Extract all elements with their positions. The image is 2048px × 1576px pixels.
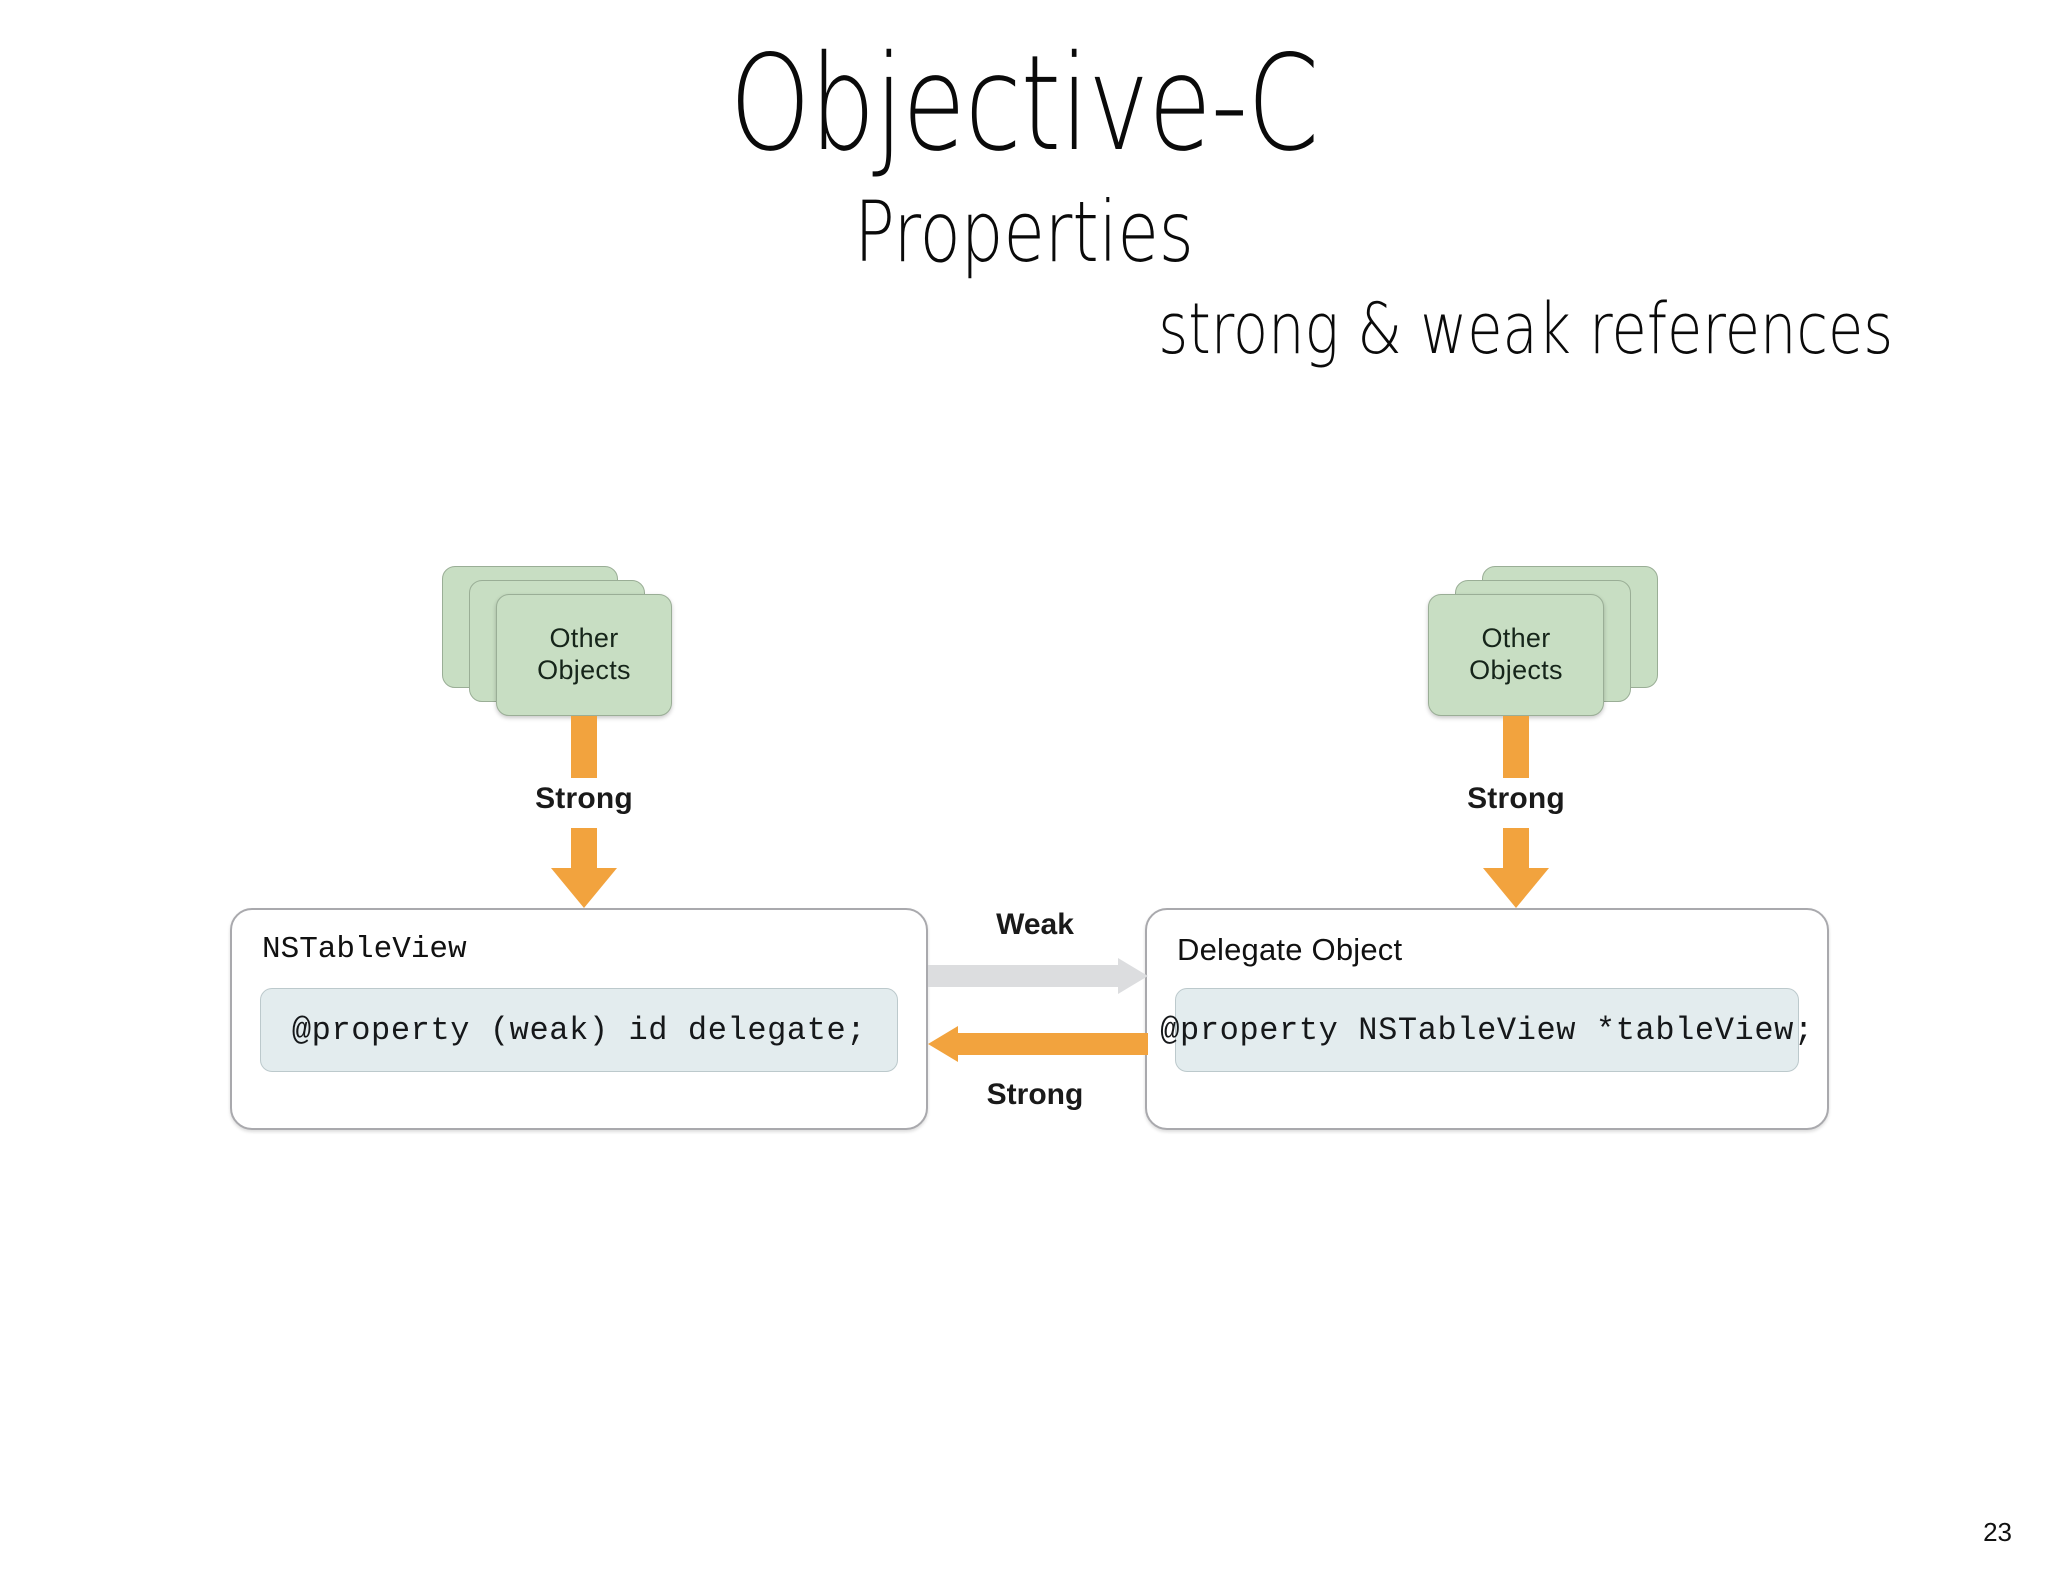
page-title: Objective-C	[729, 27, 1319, 181]
delegate-object-property-text: @property NSTableView *tableView;	[1160, 1011, 1814, 1049]
other-objects-stack-right: Other Objects	[1428, 566, 1658, 716]
weak-arrow-head	[1118, 958, 1148, 994]
weak-reference-label: Weak	[996, 908, 1074, 941]
stack-card-front: Other Objects	[1428, 594, 1604, 716]
strong-arrow-shaft-left-lower	[571, 828, 597, 872]
strong-arrow-shaft-right-upper	[1503, 716, 1529, 778]
strong-arrow-shaft-right-lower	[1503, 828, 1529, 872]
weak-reference-arrow	[928, 958, 1148, 994]
other-objects-stack-left: Other Objects	[442, 566, 672, 716]
delegate-object-box: Delegate Object @property NSTableView *t…	[1145, 908, 1829, 1130]
nstableview-property-text: @property (weak) id delegate;	[291, 1011, 867, 1049]
strong-arrow-shaft-left-upper	[571, 716, 597, 778]
delegate-object-property-box: @property NSTableView *tableView;	[1160, 988, 1813, 1072]
page-subtitle: Properties	[854, 183, 1194, 281]
other-objects-label-line2: Objects	[537, 655, 631, 685]
nstableview-property-box: @property (weak) id delegate;	[260, 988, 898, 1072]
strong-arrow-head-right	[1483, 868, 1549, 908]
other-objects-label-line1: Other	[1481, 623, 1551, 654]
nstableview-box: NSTableView @property (weak) id delegate…	[230, 908, 928, 1130]
strong-arrow-label-left: Strong	[535, 782, 633, 815]
other-objects-label-line2: Objects	[1469, 655, 1563, 685]
strong-reference-label: Strong	[986, 1078, 1084, 1111]
weak-arrow-shaft	[928, 965, 1118, 987]
delegate-object-box-title: Delegate Object	[1177, 932, 1403, 967]
other-objects-label-line1: Other	[549, 623, 619, 654]
strong-arrow-shaft	[958, 1033, 1148, 1055]
page-number: 23	[1983, 1517, 2012, 1547]
stack-card-front: Other Objects	[496, 594, 672, 716]
nstableview-box-title: NSTableView	[262, 932, 467, 967]
page-tagline: strong & weak references	[1158, 288, 1893, 370]
strong-reference-arrow	[928, 1026, 1148, 1062]
strong-arrow-label-right: Strong	[1467, 782, 1565, 815]
strong-arrow-head-left	[551, 868, 617, 908]
strong-arrow-head	[928, 1026, 958, 1062]
